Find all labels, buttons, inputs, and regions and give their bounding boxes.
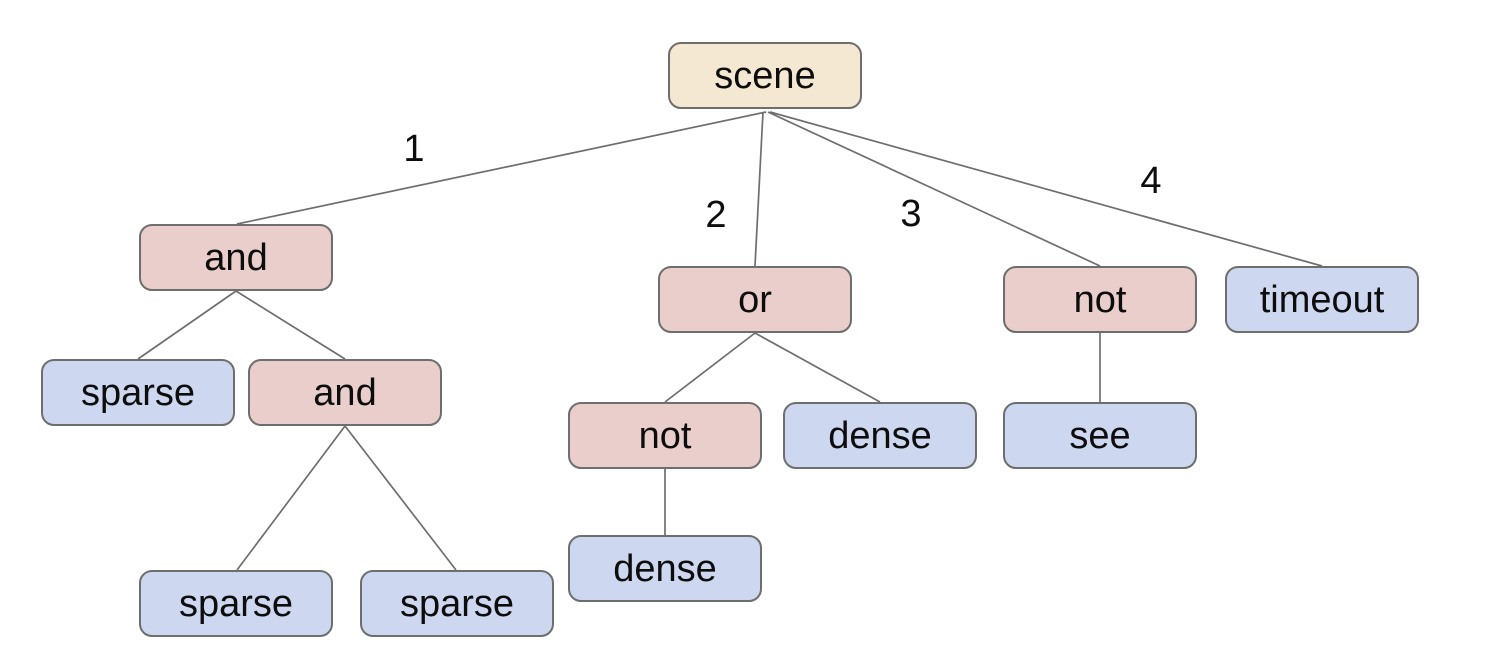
node-sparse-3: sparse [360, 570, 554, 637]
node-scene: scene [668, 42, 862, 109]
edge-scene-not [767, 111, 1101, 267]
node-sparse-2-label: sparse [178, 582, 294, 625]
node-timeout-label: timeout [1259, 278, 1385, 321]
node-sparse-1-label: sparse [80, 371, 196, 414]
node-sparse-3-label: sparse [399, 582, 515, 625]
node-dense-1: dense [783, 402, 977, 469]
node-and-1: and [139, 224, 333, 291]
edge-and2-sparse2 [344, 425, 457, 571]
node-dense-1-label: dense [828, 414, 932, 457]
node-not-2-label: not [638, 414, 692, 457]
edge-or-not [664, 332, 756, 403]
edge-scene-and [236, 111, 767, 225]
node-not-1: not [1003, 266, 1197, 333]
edge-and-and [235, 290, 346, 360]
branch-label-3: 3 [900, 193, 922, 235]
node-and-1-label: and [204, 236, 268, 279]
node-and-2: and [248, 359, 442, 426]
node-not-2: not [568, 402, 762, 469]
node-see: see [1003, 402, 1197, 469]
branch-label-4: 4 [1140, 160, 1162, 202]
node-scene-label: scene [714, 54, 816, 97]
edge-or-dense [754, 332, 881, 403]
node-not-1-label: not [1073, 278, 1127, 321]
node-and-2-label: and [313, 371, 377, 414]
branch-label-1: 1 [403, 128, 425, 170]
node-dense-2: dense [568, 535, 762, 602]
node-dense-2-label: dense [613, 547, 717, 590]
edge-scene-or [754, 111, 764, 267]
branch-label-2: 2 [705, 194, 727, 236]
node-or: or [658, 266, 852, 333]
node-sparse-1: sparse [41, 359, 235, 426]
node-timeout: timeout [1225, 266, 1419, 333]
node-see-label: see [1069, 414, 1131, 457]
node-sparse-2: sparse [139, 570, 333, 637]
edge-and2-sparse [236, 425, 346, 571]
node-or-label: or [738, 278, 772, 321]
edge-and-sparse [137, 290, 237, 360]
edge-scene-timeout [769, 111, 1323, 267]
